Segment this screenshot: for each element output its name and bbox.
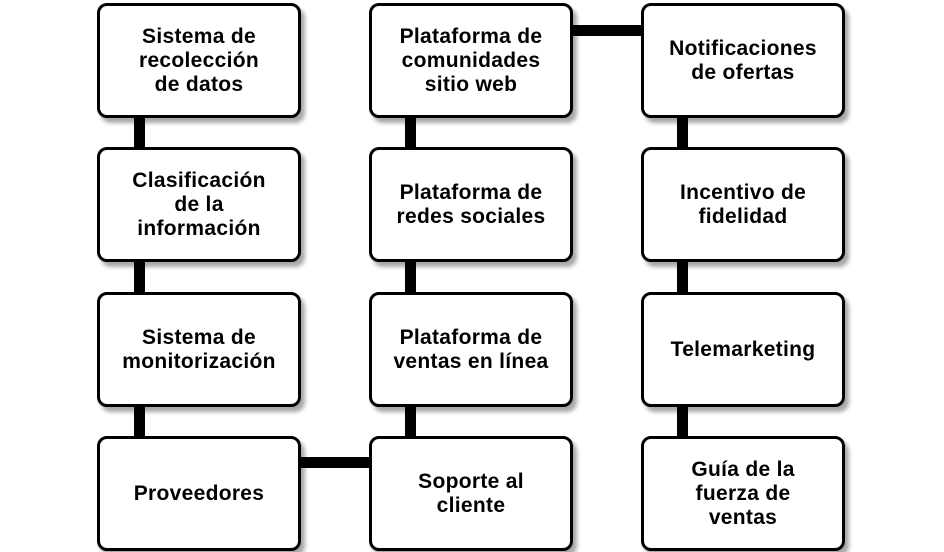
- connector-col3-2-3: [677, 261, 688, 295]
- node-label: Telemarketing: [670, 337, 816, 361]
- connector-comunidades-notificaciones: [572, 25, 646, 36]
- node-plataforma-comunidades: Plataforma de comunidades sitio web: [369, 3, 573, 118]
- node-sistema-monitorizacion: Sistema de monitorización: [97, 292, 301, 407]
- node-notificaciones-ofertas: Notificaciones de ofertas: [641, 3, 845, 118]
- node-label: Plataforma de comunidades sitio web: [399, 24, 543, 96]
- connector-col1-3-4: [134, 405, 145, 439]
- node-label: Plataforma de redes sociales: [396, 180, 546, 228]
- connector-col1-2-3: [134, 261, 145, 295]
- node-guia-fuerza-ventas: Guía de la fuerza de ventas: [641, 436, 845, 551]
- connector-proveedores-soporte: [300, 457, 374, 468]
- node-plataforma-redes-sociales: Plataforma de redes sociales: [369, 147, 573, 262]
- node-label: Soporte al cliente: [418, 469, 524, 517]
- connector-col1-1-2: [134, 116, 145, 150]
- node-label: Proveedores: [133, 481, 265, 505]
- node-clasificacion-informacion: Clasificación de la información: [97, 147, 301, 262]
- connector-col2-3-4: [405, 405, 416, 439]
- node-incentivo-fidelidad: Incentivo de fidelidad: [641, 147, 845, 262]
- node-telemarketing: Telemarketing: [641, 292, 845, 407]
- node-label: Incentivo de fidelidad: [679, 180, 807, 228]
- node-soporte-cliente: Soporte al cliente: [369, 436, 573, 551]
- node-label: Clasificación de la información: [132, 168, 266, 240]
- node-sistema-recoleccion-datos: Sistema de recolección de datos: [97, 3, 301, 118]
- connector-col2-2-3: [405, 261, 416, 295]
- node-label: Sistema de recolección de datos: [138, 24, 260, 96]
- connector-col2-1-2: [405, 116, 416, 150]
- node-label: Notificaciones de ofertas: [669, 36, 817, 84]
- node-proveedores: Proveedores: [97, 436, 301, 551]
- connector-col3-1-2: [677, 116, 688, 150]
- node-label: Guía de la fuerza de ventas: [691, 457, 795, 529]
- node-label: Plataforma de ventas en línea: [393, 325, 549, 373]
- connector-col3-3-4: [677, 405, 688, 439]
- node-label: Sistema de monitorización: [122, 325, 276, 373]
- node-plataforma-ventas-linea: Plataforma de ventas en línea: [369, 292, 573, 407]
